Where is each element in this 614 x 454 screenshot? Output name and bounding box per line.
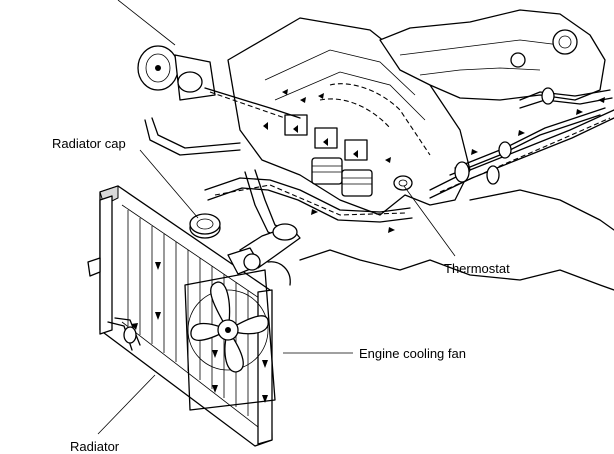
thermostat-housing [393, 175, 413, 191]
engine-bottom-outline [299, 249, 614, 291]
radiator [87, 185, 273, 447]
label-engine-cooling-fan: Engine cooling fan [359, 346, 466, 361]
leader-line-top [117, 0, 176, 46]
leader-radiator-cap [139, 149, 199, 219]
water-pump-pulley [137, 45, 216, 101]
piston-1 [311, 157, 343, 185]
engine-lower-outline [469, 189, 614, 231]
coolant-pipes [144, 87, 614, 269]
piston-2 [341, 169, 373, 197]
leader-thermostat [403, 185, 456, 257]
port-2 [314, 127, 338, 149]
label-radiator: Radiator [70, 439, 120, 454]
port-1 [284, 114, 308, 136]
filler-neck [227, 247, 291, 286]
port-3 [344, 139, 368, 161]
engine-cooling-fan [184, 269, 276, 411]
drain-fitting [123, 326, 137, 344]
leader-radiator [97, 374, 156, 435]
intake-manifold [379, 9, 606, 101]
radiator-cap [189, 213, 221, 239]
lower-hose-left [114, 317, 141, 346]
label-radiator-cap: Radiator cap [52, 136, 126, 151]
label-thermostat: Thermostat [444, 261, 510, 276]
